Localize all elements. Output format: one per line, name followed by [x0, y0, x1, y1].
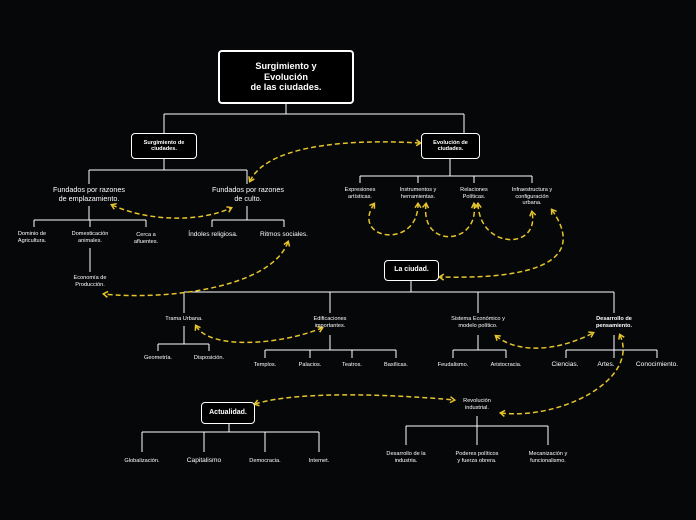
cross-links [101, 139, 625, 417]
tree-lines [33, 104, 658, 452]
link-actualidad-revolucion [252, 394, 457, 407]
evolucion-node[interactable]: Evolución de ciudades. [421, 133, 480, 159]
expresiones-label: Expresiones artísticas. [344, 187, 376, 200]
infraestructura-label: Infraestructura y configuración urbana. [511, 187, 553, 207]
root-node[interactable]: Surgimiento y Evolución de las ciudades. [218, 50, 354, 104]
trama-label[interactable]: Trama Urbana. [165, 316, 203, 322]
revolucion-label[interactable]: Revolución industrial. [463, 398, 491, 411]
templos-label: Templos. [253, 362, 277, 368]
teatros-label: Teatros. [342, 362, 362, 368]
disposicion-label: Disposición. [193, 355, 225, 361]
link-sistema-pensamiento [494, 331, 595, 349]
sistema-label[interactable]: Sistema Económico y modelo político. [451, 316, 505, 329]
actualidad-node[interactable]: Actualidad. [201, 402, 255, 424]
emplazamiento-label[interactable]: Fundados por razones de emplazamiento. [53, 185, 125, 203]
domesticacion-label: Domesticación animales. [71, 231, 109, 244]
link-emplazamiento-culto [110, 203, 233, 219]
surgimiento-node[interactable]: Surgimiento de ciudades. [131, 133, 197, 159]
artes-label: Artes. [597, 361, 615, 368]
globalizacion-label: Globalización. [124, 458, 160, 464]
agricultura-label: Dominio de Agricultura. [17, 231, 47, 244]
desarrollo-industria-label: Desarrollo de la industria. [386, 451, 426, 464]
edificaciones-label[interactable]: Edificaciones importantes. [313, 316, 347, 329]
instrumentos-label: Instrumentos y herramientas. [399, 187, 437, 200]
aristocracia-label: Aristocracia. [490, 362, 522, 368]
feudalismo-label: Feudalismo. [437, 362, 469, 368]
internet-label: Internet. [308, 458, 330, 464]
link-culto-evolucion [248, 139, 423, 183]
ritmos-label: Ritmos sociales. [259, 231, 309, 238]
relaciones-label: Relaciones Políticas. [460, 187, 488, 200]
link-expresiones-instrumentos [368, 201, 422, 236]
ciudad-node[interactable]: La ciudad. [384, 260, 439, 281]
poderes-politicos-label: Poderes políticos y fuerza obrera. [455, 451, 499, 464]
culto-label[interactable]: Fundados por razones de culto. [212, 185, 284, 203]
link-ritmos-economia [101, 240, 291, 298]
link-infraestructura-ciudad [437, 208, 564, 281]
basilicas-label: Basílicas. [384, 362, 408, 368]
democracia-label: Democracia. [249, 458, 281, 464]
geometria-label: Geometría. [144, 355, 172, 361]
link-instrumentos-relaciones [421, 201, 479, 238]
ciencias-label: Ciencias. [551, 361, 579, 368]
pensamiento-label[interactable]: Desarrollo de pensamiento. [595, 316, 633, 329]
capitalismo-label: Capitalismo [186, 457, 222, 464]
mecanizacion-label: Mecanización y funcionalismo. [528, 451, 568, 464]
link-relaciones-infraestructura [474, 201, 537, 241]
economia-produccion-label: Economía de Producción. [73, 275, 107, 288]
afluentes-label: Cerca a afluentes. [133, 232, 159, 245]
link-revolucion-pensamiento [498, 333, 625, 417]
link-trama-edificaciones [194, 324, 324, 344]
religiosa-label: Índoles religiosa. [188, 231, 238, 238]
palacios-label: Palacios. [298, 362, 322, 368]
conocimiento-label: Conocimiento. [635, 361, 679, 368]
